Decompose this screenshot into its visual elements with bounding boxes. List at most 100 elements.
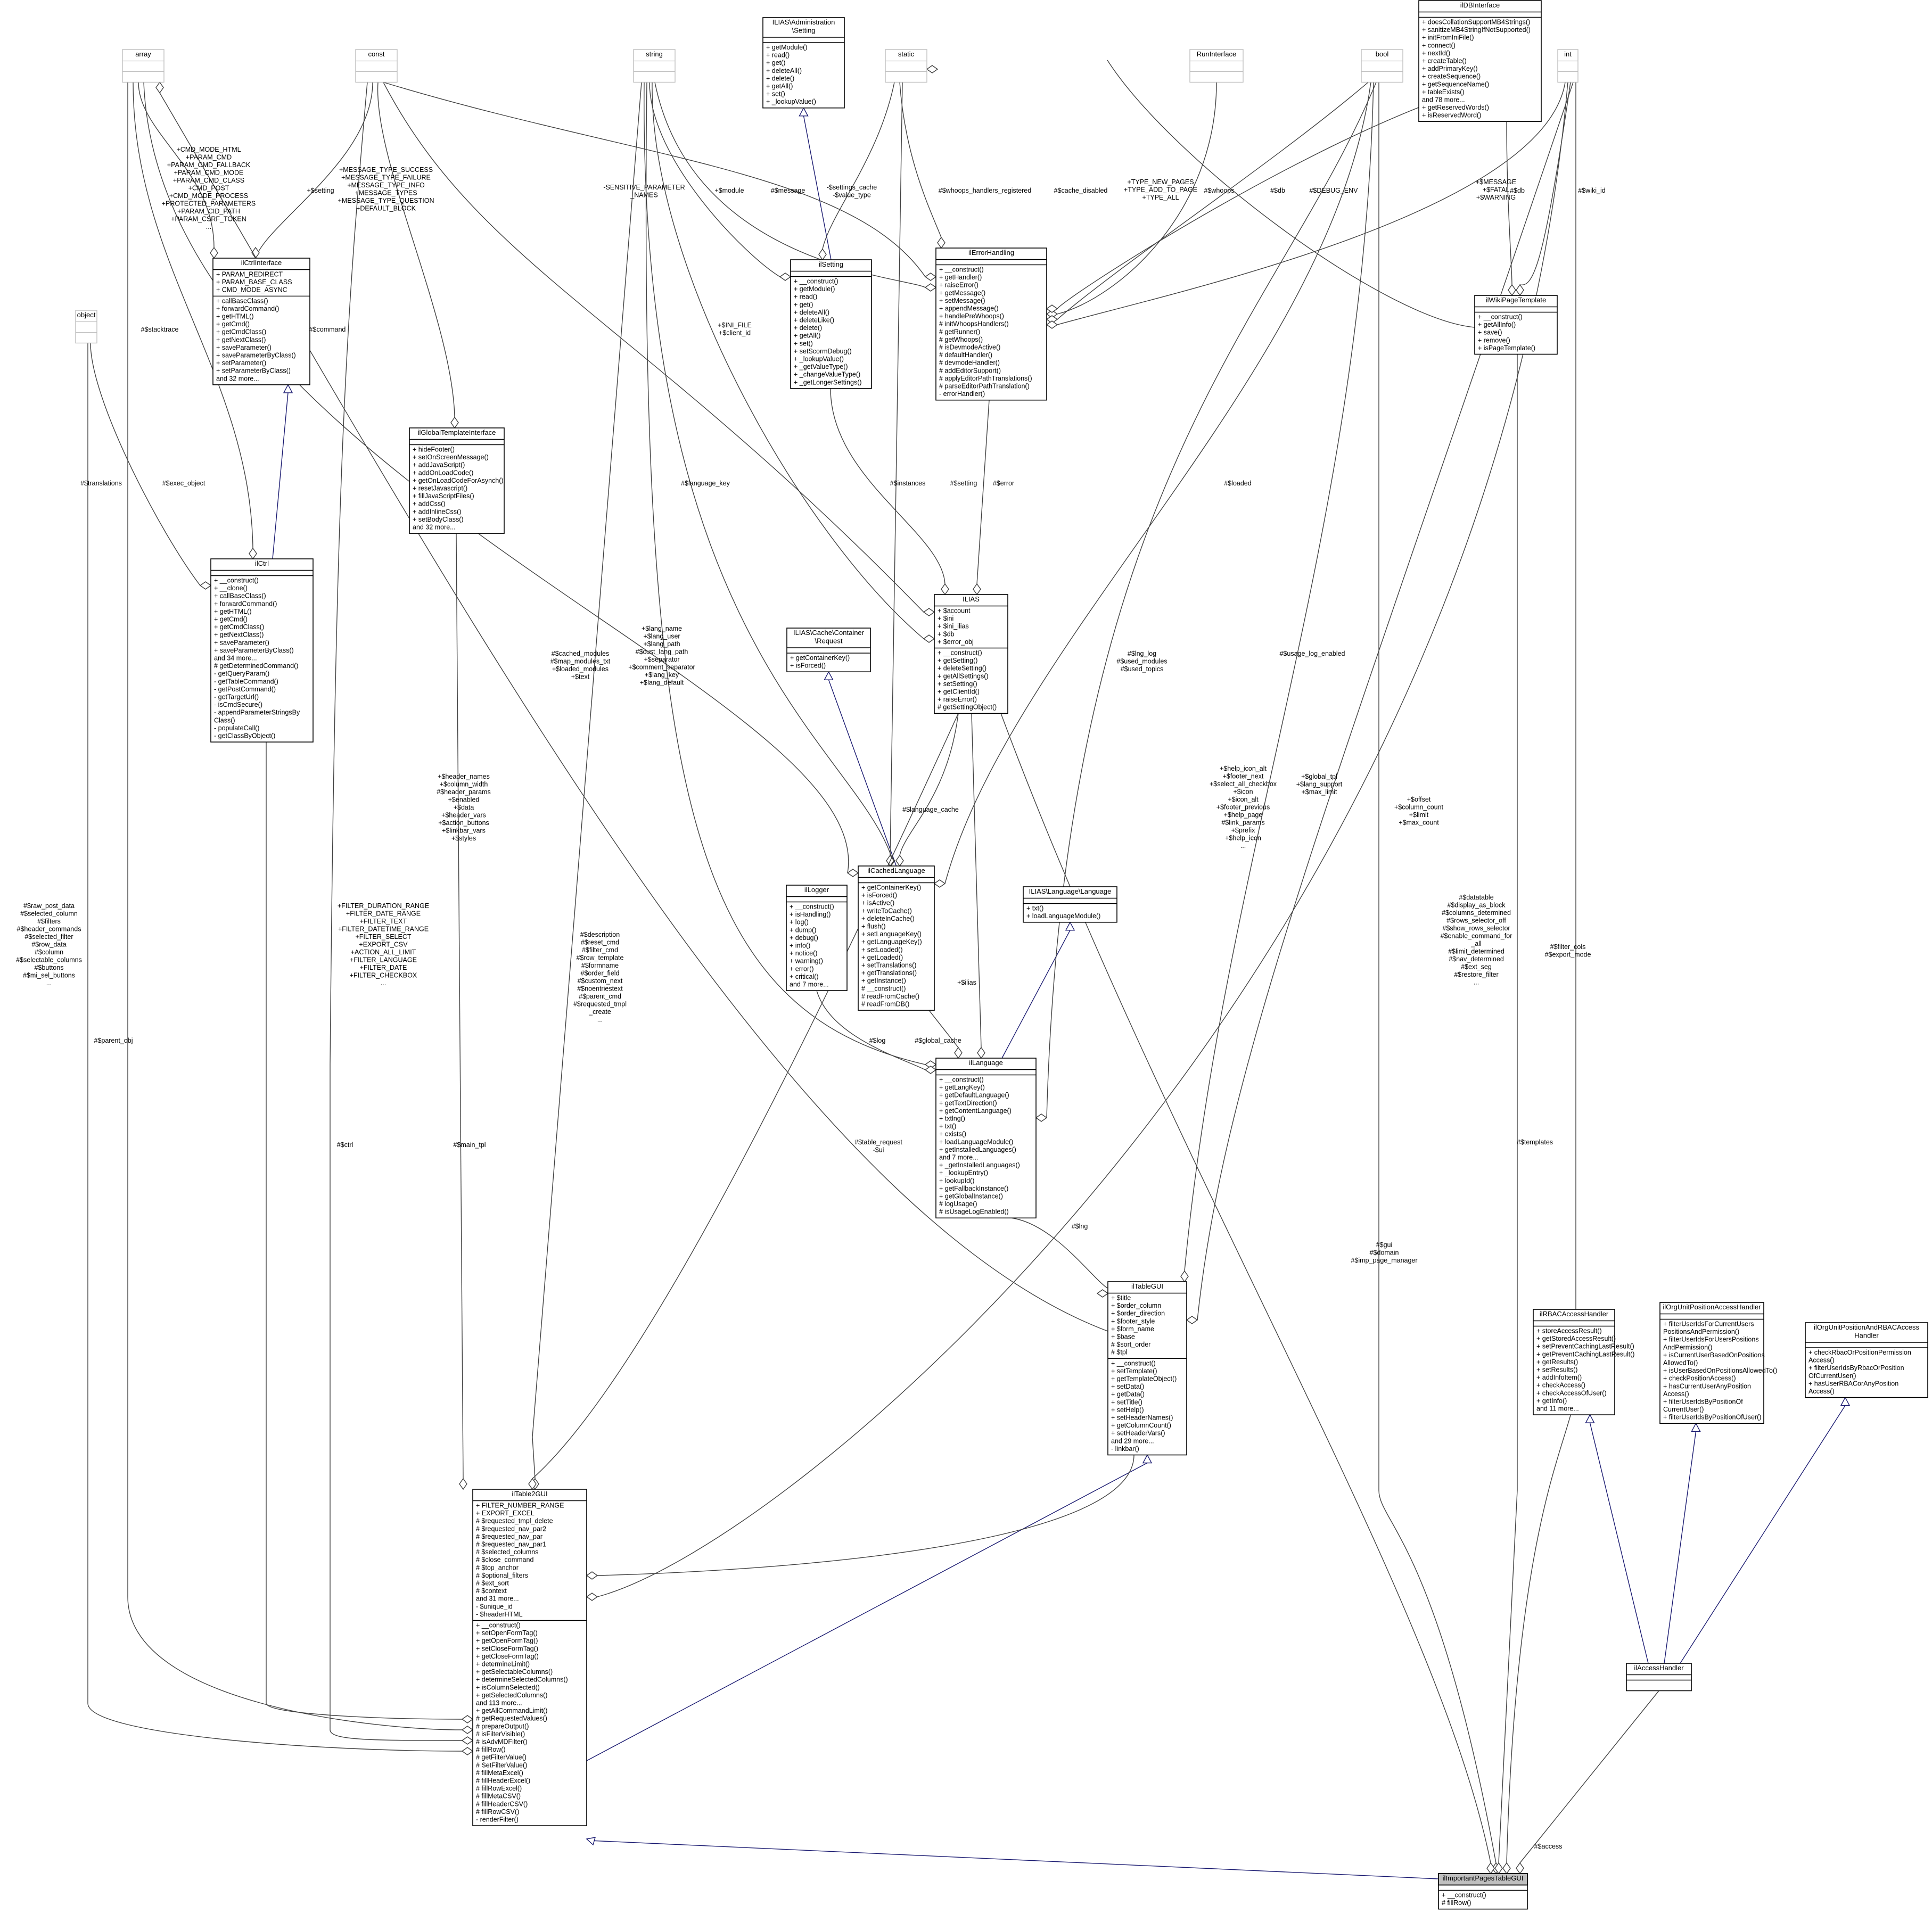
class-operation: + getOpenFormTag() [476,1637,538,1645]
association-edge [1519,1690,1659,1863]
association-edge [87,343,463,1752]
class-operation: + saveParameterByClass() [214,647,294,654]
class-operation: + get() [766,59,785,67]
class-operation: + deleteAll() [766,67,802,75]
class-operation: # isDevmodeActive() [939,344,1000,351]
association-edge [652,82,924,639]
class-operation: Access() [1663,1390,1689,1398]
edge-label-line: #$custom_next [578,977,623,985]
edge-label-parent_obj: #$parent_obj [94,1037,133,1044]
edge-label-line: +$lang_support [1296,781,1343,788]
edge-label-description: #$description#$reset_cmd#$filter_cmd#$ro… [573,931,627,1024]
edge-label-line: +$offset [1407,796,1431,803]
inheritance-edge [589,1840,1439,1879]
edge-label-datatable: #$datatable#$display_as_block#$columns_d… [1441,894,1512,986]
class-operation: + setTemplate() [1111,1367,1157,1375]
class-ilimportant: ilImportantPagesTableGUI+ __construct()#… [1438,1873,1528,1910]
class-operation: + saveParameter() [216,344,272,351]
class-operation: + setTitle() [1111,1398,1142,1406]
class-operation: AllowedTo() [1663,1359,1698,1367]
association-edge [1057,100,1438,309]
class-box [355,49,398,83]
class-operation: + getData() [1111,1391,1145,1398]
class-operation: + checkPositionAccess() [1663,1375,1736,1382]
class-operation: + getContentLanguage() [939,1107,1012,1115]
association-edge [928,1010,959,1048]
edge-label-whoops: #$whoops [1204,187,1235,194]
class-operation: + log() [790,919,809,926]
class-const: const [355,49,398,83]
edge-label-sensitive: -SENSITIVE_PARAMETER_NAMES [603,184,685,199]
class-operation: and 7 more... [939,1154,979,1161]
class-operation: + getCloseFormTag() [476,1653,539,1660]
class-operation: # fillRow() [476,1746,506,1753]
class-operation: + setHelp() [1111,1406,1144,1414]
edge-label-line: +$column_count [1394,804,1444,811]
class-operation: + setPreventCachingLastResult() [1536,1343,1634,1350]
class-title: int [1564,50,1572,58]
class-box [210,558,314,743]
class-operation: + getHTML() [214,608,252,615]
class-operation: + setData() [1111,1383,1144,1390]
class-operation: + determineSelectedColumns() [476,1676,568,1684]
edge-label-line: -$settings_cache [827,184,877,191]
edge-label-line: +FILTER_TEXT [360,918,407,925]
class-operation: + setParameterByClass() [216,367,291,375]
class-operation: and 32 more... [216,375,259,382]
class-attribute: + $error_obj [938,638,974,646]
class-operation: + getModule() [794,285,835,293]
edge-label-line: +$module [714,187,744,194]
edge-label-line: +CMD_POST [188,185,229,192]
edge-label-ilias_edge: +$ilias [957,979,976,986]
edge-label-log: #$log [869,1037,886,1044]
edge-label-line: #$header_commands [17,926,81,933]
class-box [472,1489,587,1826]
composition-diamond-icon [199,581,212,590]
class-operation: + getLanguageKey() [861,938,922,946]
edge-label-line: +PARAM_CID_PATH [177,208,240,215]
class-operation: + getResults() [1536,1358,1578,1366]
class-operation: + getLangKey() [939,1084,985,1091]
class-operation: + initFromIniFile() [1422,34,1474,42]
class-bool: bool [1361,49,1403,83]
class-title: ILIAS [963,595,980,603]
class-operation: + warning() [790,958,823,965]
association-edge [597,1455,1134,1576]
class-box [762,17,845,109]
class-string: string [633,49,676,83]
class-title: ilLanguage [969,1059,1003,1067]
edge-label-line: -$ui [873,1146,884,1154]
class-operation: # defaultHandler() [939,351,992,359]
class-operation: + flush() [861,923,886,930]
class-operation: - getTargetUrl() [214,694,259,701]
composition-diamond-icon [251,246,260,259]
class-attribute: + $db [938,630,955,638]
inheritance-edge [1001,930,1071,1059]
edge-label-line: +$lang_name [642,625,682,632]
class-operation: and 11 more... [1536,1405,1579,1413]
edge-label-line: +TYPE_ADD_TO_PAGE [1124,186,1197,194]
edge-label-line: +MESSAGE_TYPE_QUESTION [338,197,434,204]
composition-diamond-icon [941,583,949,596]
class-attribute: and 31 more... [476,1595,519,1603]
class-operation: + loadLanguageModule() [939,1138,1013,1145]
class-title: ILIAS\Administration [772,18,835,26]
class-operation: + isHandling() [790,911,831,918]
class-operation: Class() [214,716,235,724]
class-operation: + isColumnSelected() [476,1684,540,1691]
class-attribute: + EXPORT_EXCEL [476,1509,535,1517]
class-box [786,628,871,672]
edge-label-line: #$lng [1072,1223,1088,1230]
association-edge [330,82,463,1741]
association-edge [654,82,926,288]
edge-label-global_cache: #$global_cache [915,1037,961,1044]
class-ilctrl: ilCtrl+ __construct()+ __clone()+ callBa… [210,558,314,743]
class-operation: # fillHeaderExcel() [476,1777,530,1785]
edge-label-line: +FILTER_DATE_RANGE [346,910,421,918]
edge-label-line: +PARAM_CMD [186,154,232,161]
edge-label-line: +$separator [644,656,679,663]
class-box [1107,1281,1187,1456]
class-ildbinterface: ilDBInterface+ doesCollationSupportMB4St… [1418,0,1542,122]
class-box [1557,49,1579,83]
edge-label-line: +MESSAGE_TYPES [355,189,417,197]
